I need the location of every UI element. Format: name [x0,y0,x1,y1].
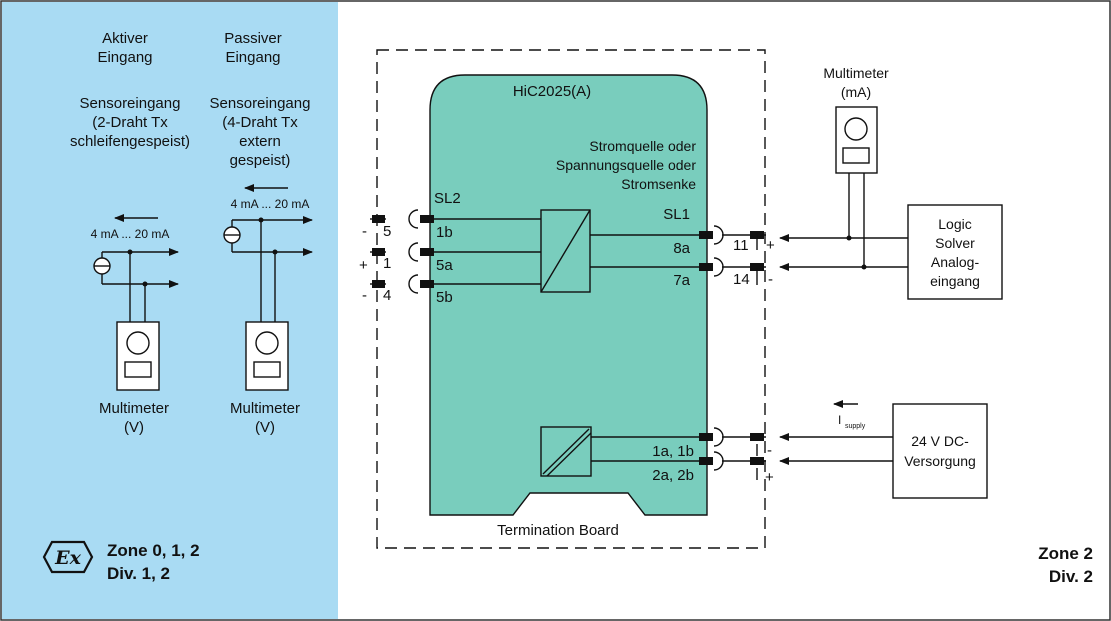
ex-div-label: Div. 1, 2 [107,564,170,583]
pin-7a: 7a [673,272,690,289]
pins-1a-1b: 1a, 1b [652,443,694,460]
logic-solver-box [907,204,1003,300]
pin-1b: 1b [436,224,453,241]
device-function-line3: Stromsenke [621,176,696,192]
ammeter-icon [835,106,878,174]
passive-input-desc-line2: (4-Draht Tx [222,114,298,131]
passive-meter-line2: (V) [255,419,275,436]
pin-5b: 5b [436,289,453,306]
active-input-desc-line2: (2-Draht Tx [92,114,168,131]
terminal-connector [699,257,766,277]
pin-8a: 8a [673,240,690,257]
active-input-desc-line1: Sensoreingang [80,95,181,112]
supply-current-subscript: supply [845,423,866,430]
left-terminal-number-2: 1 [383,255,391,272]
passive-meter-line1: Multimeter [230,400,300,417]
terminal-connector [370,242,434,262]
ma-meter-line2: (mA) [841,84,871,100]
left-terminal-polarity-2: + [359,257,368,274]
power-supply-box [892,403,988,499]
active-input-column: Aktiver Eingang Sensoreingang (2-Draht T… [70,30,190,436]
active-current-range: 4 mA ... 20 mA [91,227,170,241]
ma-meter-line1: Multimeter [823,65,889,81]
device-body [429,74,708,516]
passive-input-desc-line1: Sensoreingang [210,95,311,112]
supply-current-label: I [838,413,841,427]
terminal-connector [699,451,766,471]
slot-sl1-label: SL1 [663,206,690,223]
active-meter-line2: (V) [124,419,144,436]
right-terminal-polarity-minus: - [768,271,773,288]
left-terminal-number-3: 4 [383,287,391,304]
device-function-line2: Spannungsquelle oder [556,157,696,173]
active-input-desc-line3: schleifengespeist) [70,133,190,150]
logic-solver-line3: Analog- [931,254,980,270]
slot-sl2-label: SL2 [434,190,461,207]
termination-board-boundary [376,49,766,549]
terminal-connector [370,209,434,229]
terminal-connector [370,274,434,294]
termination-board-label: Termination Board [497,522,619,539]
power-supply-line1: 24 V DC- [911,433,969,449]
active-input-header-line1: Aktiver [102,30,148,47]
power-terminal-minus: - [767,442,772,459]
pins-2a-2b: 2a, 2b [652,467,694,484]
logic-solver-line1: Logic [938,216,971,232]
passive-input-desc-line4: gespeist) [230,152,291,169]
right-terminal-polarity-plus: + [766,237,775,254]
passive-input-column: Passiver Eingang Sensoreingang (4-Draht … [210,30,313,436]
ex-zone-label: Zone 0, 1, 2 [107,541,200,560]
ex-symbol-text: Ex [54,547,81,569]
voltmeter-icon [116,321,160,391]
safe-zone-label: Zone 2 [1038,544,1093,563]
right-terminal-number-11: 11 [733,237,749,254]
passive-input-desc-line3: extern [239,133,281,150]
left-terminal-number-1: 5 [383,223,391,240]
safe-div-label: Div. 2 [1049,567,1093,586]
power-terminal-plus: + [765,469,774,486]
power-isolator-block [540,426,592,477]
logic-solver-line2: Solver [935,235,975,251]
isolator-block [540,209,591,293]
active-meter-line1: Multimeter [99,400,169,417]
power-supply-line2: Versorgung [904,453,976,469]
device-name: HiC2025(A) [513,83,591,100]
passive-input-header-line2: Eingang [225,49,280,66]
atex-ex-hexagon-icon: Ex [42,540,94,574]
voltmeter-icon [245,321,289,391]
left-connectors [370,209,434,294]
passive-current-range: 4 mA ... 20 mA [231,197,310,211]
passive-input-header-line1: Passiver [224,30,282,47]
pin-5a: 5a [436,257,453,274]
logic-solver-line4: eingang [930,273,980,289]
left-terminal-polarity-1: - [362,223,367,240]
right-terminal-number-14: 14 [733,271,750,288]
ex-zone-area [2,2,338,619]
active-input-header-line2: Eingang [97,49,152,66]
device-function-line1: Stromquelle oder [589,138,696,154]
left-terminal-polarity-3: - [362,287,367,304]
terminal-connector [699,427,766,447]
